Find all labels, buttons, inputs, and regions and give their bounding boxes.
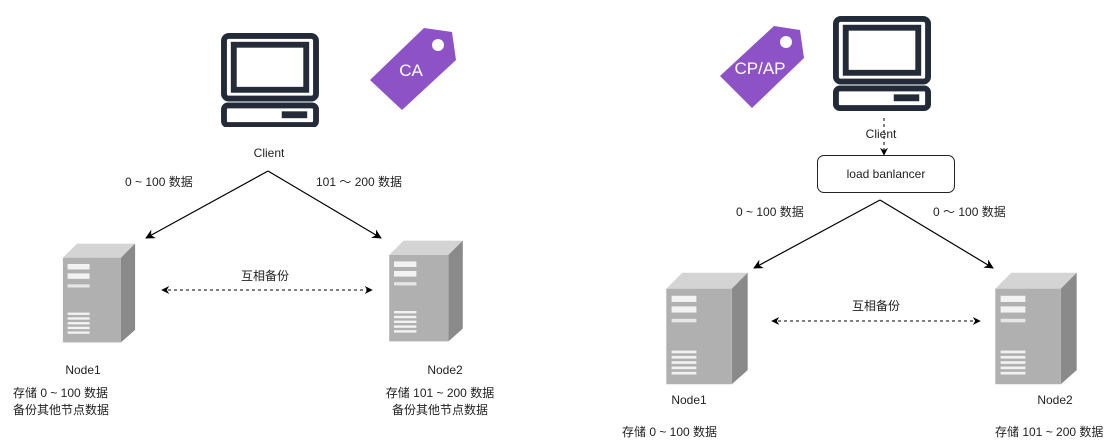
node1-label: Node1 xyxy=(65,363,101,377)
backup-label-right: 互相备份 xyxy=(851,299,901,313)
node1-store-label-right: 存储 0 ~ 100 数据 xyxy=(622,425,718,439)
client-monitor-icon xyxy=(224,36,316,125)
edge-left-label: 0 ~ 100 数据 xyxy=(125,175,193,189)
client-monitor-icon-right xyxy=(836,19,928,108)
node1-backup-label: 备份其他节点数据 xyxy=(13,403,110,417)
edge-client-node1 xyxy=(145,170,269,239)
client-label-right: Client xyxy=(865,127,897,141)
node2-server-icon-right xyxy=(995,272,1077,385)
node2-backup-label: 备份其他节点数据 xyxy=(391,403,489,417)
node2-store-label: 存储 101 ~ 200 数据 xyxy=(385,386,495,400)
node1-store-label: 存储 0 ~ 100 数据 xyxy=(13,386,109,400)
node1-server-icon xyxy=(62,243,136,343)
edge-client-node2 xyxy=(267,170,382,239)
edge-right-label-right: 0 ～ 100 数据 xyxy=(933,205,1006,219)
client-label: Client xyxy=(253,146,285,160)
node2-label-right: Node2 xyxy=(1037,393,1073,407)
cpap-tag-icon xyxy=(720,26,804,108)
node2-label: Node2 xyxy=(427,363,463,377)
node2-server-icon xyxy=(389,240,463,342)
node1-server-icon-right xyxy=(666,272,748,385)
node1-label-right: Node1 xyxy=(671,393,707,407)
ca-tag-label: CA xyxy=(399,61,423,80)
load-balancer-box: load banlancer xyxy=(817,155,955,193)
edge-right-label: 101 ～ 200 数据 xyxy=(316,175,403,189)
ca-tag-icon xyxy=(370,28,456,110)
edge-balancer-node2 xyxy=(879,199,994,269)
edge-balancer-node1 xyxy=(753,199,881,269)
cpap-tag-label: CP/AP xyxy=(734,59,786,78)
edge-left-label-right: 0 ~ 100 数据 xyxy=(736,205,804,219)
backup-label: 互相备份 xyxy=(240,269,290,283)
node2-store-label-right: 存储 101 ~ 200 数据 xyxy=(995,425,1104,439)
